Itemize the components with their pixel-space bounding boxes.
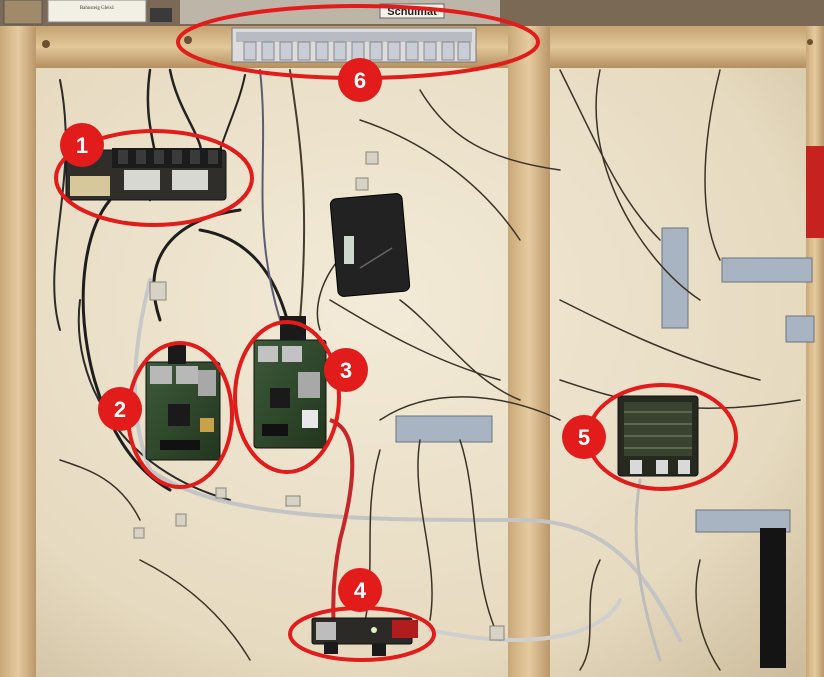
frame-screw (184, 36, 192, 44)
red-cable (329, 418, 355, 631)
marker-3-label: 3 (340, 358, 352, 383)
terminal-strip-right-horizontal (721, 257, 813, 283)
marker-4: 4 (338, 568, 382, 612)
marker-3: 3 (324, 348, 368, 392)
marker-1: 1 (60, 123, 104, 167)
red-panel (806, 146, 824, 238)
io-expander-board (617, 395, 699, 477)
wire-tangle (53, 68, 801, 671)
relay-board (65, 148, 227, 201)
raspberry-pi-center (253, 339, 327, 449)
marker-2: 2 (98, 387, 142, 431)
marker-1-label: 1 (76, 133, 88, 158)
frame-right-post (806, 26, 824, 677)
terminal-strip-right-vertical (661, 227, 689, 329)
marker-4-label: 4 (354, 578, 367, 603)
marker-2-label: 2 (114, 397, 126, 422)
terminal-strip-right-lower (695, 509, 791, 533)
power-module (311, 617, 418, 656)
ring-3 (233, 320, 341, 474)
frame-picture (3, 0, 43, 25)
top-terminal-rail-top (236, 32, 472, 42)
marker-6-label: 6 (354, 68, 366, 93)
station-sign-plaque (47, 0, 147, 23)
frame-screw (807, 39, 813, 45)
terminal-strip-center (395, 415, 493, 443)
ring-1 (54, 129, 254, 227)
terminal-strip-right-small (785, 315, 815, 343)
marker-6: 6 (338, 58, 382, 102)
station-sign-plaque-text: Bahnsteig Gleis1 (80, 6, 115, 11)
usb-plug-pi-center (280, 316, 306, 340)
frame-center-post (508, 26, 550, 677)
frame-screw (42, 40, 50, 48)
wire-connectors (133, 151, 505, 641)
control-box (329, 193, 411, 297)
usb-plug-pi-left (168, 344, 186, 364)
raspberry-pi-left (145, 361, 221, 461)
black-cable-duct (760, 528, 786, 668)
frame-left-post (0, 26, 36, 677)
marker-5: 5 (562, 415, 606, 459)
shelf-object (150, 8, 172, 22)
marker-5-label: 5 (578, 425, 590, 450)
